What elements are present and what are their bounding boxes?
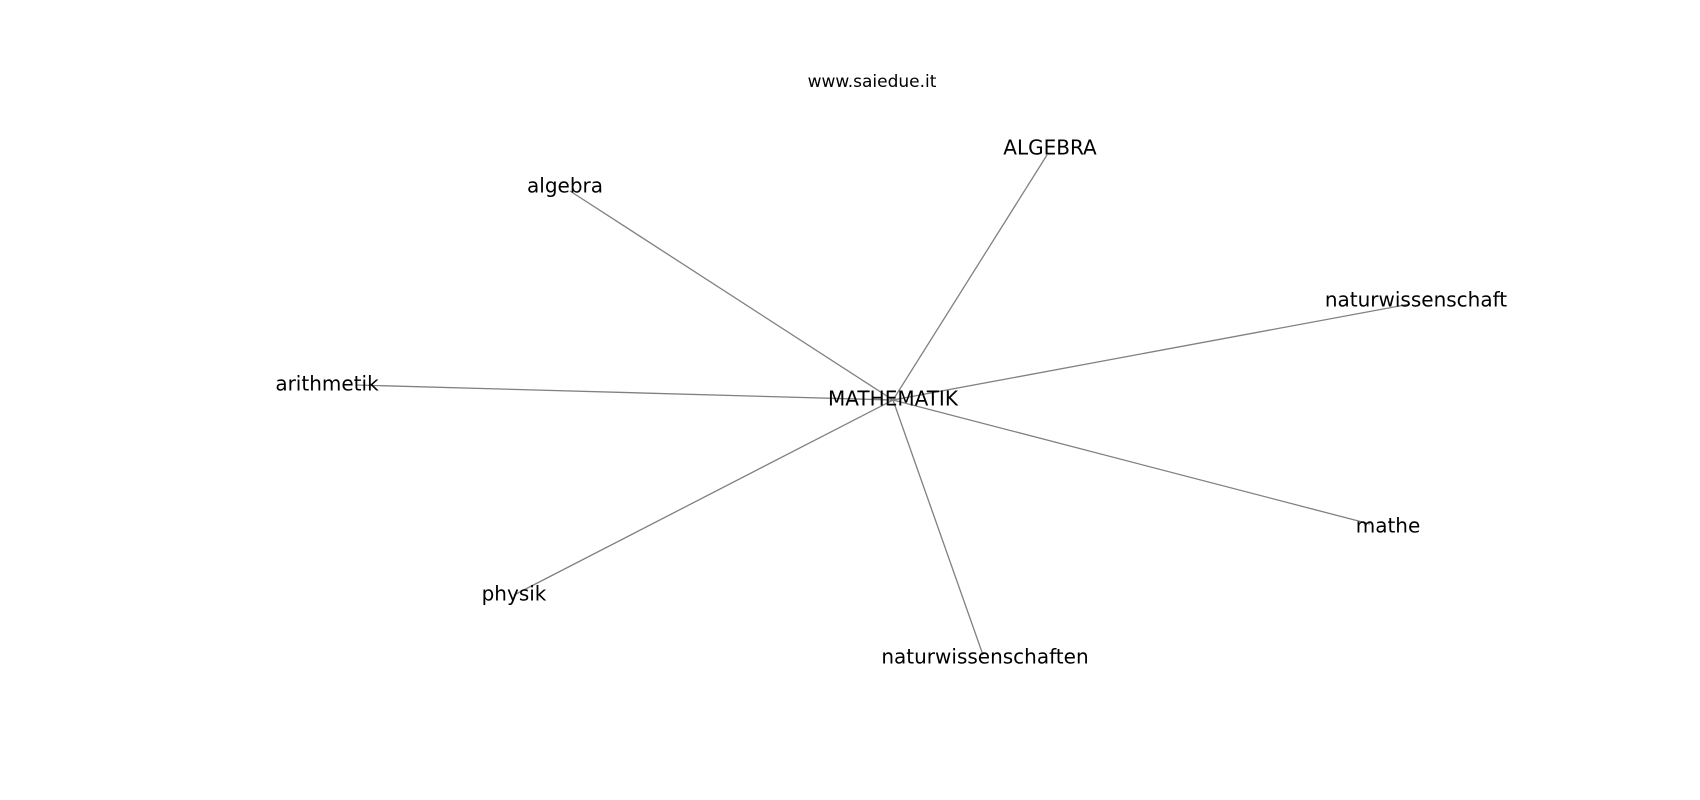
edge-mathematik-naturwissenschaft — [892, 303, 1411, 401]
node-label-physik: physik — [482, 582, 547, 606]
site-label: www.saiedue.it — [808, 72, 937, 92]
node-label-algebra-upper: ALGEBRA — [1003, 136, 1097, 160]
edge-mathematik-physik — [513, 399, 894, 596]
edge-mathematik-naturwissenschaften — [892, 399, 984, 656]
node-label-algebra: algebra — [527, 174, 603, 198]
edge-layer — [355, 154, 1411, 656]
edge-mathematik-mathe — [892, 399, 1371, 525]
node-label-naturwissenschaft: naturwissenschaft — [1325, 288, 1507, 312]
node-label-arithmetik: arithmetik — [275, 372, 379, 396]
node-label-mathematik: MATHEMATIK — [828, 387, 959, 411]
edge-mathematik-algebra-upper — [892, 154, 1048, 401]
node-label-mathe: mathe — [1356, 514, 1421, 538]
edge-mathematik-arithmetik — [355, 384, 894, 401]
node-label-naturwissenschaften: naturwissenschaften — [881, 645, 1088, 669]
node-layer: MATHEMATIK ALGEBRA algebra naturwissenschaf… — [275, 136, 1507, 669]
edge-mathematik-algebra — [569, 190, 894, 401]
